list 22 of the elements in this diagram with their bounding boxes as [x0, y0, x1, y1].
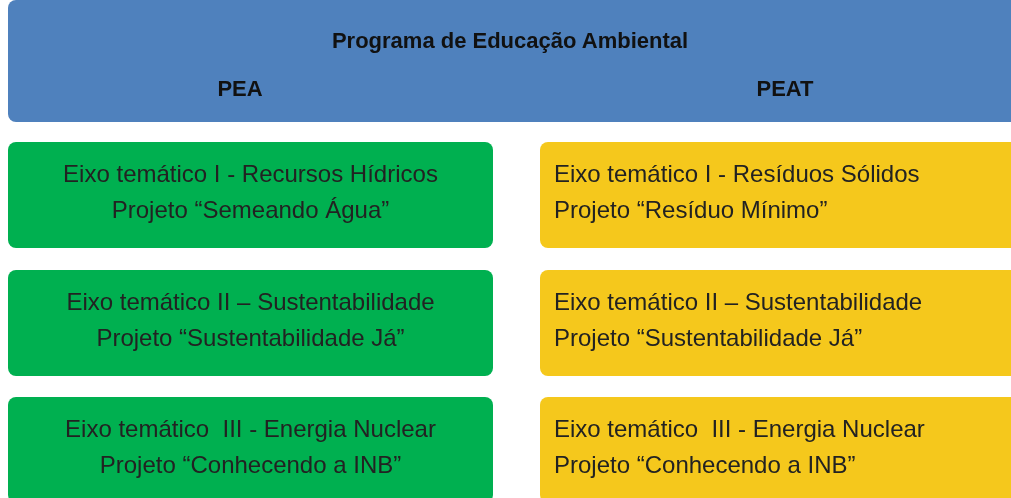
project-name: Projeto “Semeando Água”	[111, 195, 390, 225]
project-name: Projeto “Conhecendo a INB”	[99, 450, 402, 480]
theme-title: Eixo temático III - Energia Nuclear	[554, 414, 925, 444]
theme-title: Eixo temático II – Sustentabilidade	[554, 287, 923, 317]
banner-title: Programa de Educação Ambiental	[331, 28, 689, 54]
topic-box	[540, 397, 1011, 498]
header-banner	[8, 0, 1011, 122]
theme-title: Eixo temático II – Sustentabilidade	[66, 287, 435, 317]
column-heading: PEAT	[756, 76, 814, 102]
topic-box	[540, 270, 1011, 376]
project-name: Projeto “Conhecendo a INB”	[554, 450, 856, 480]
project-name: Projeto “Sustentabilidade Já”	[96, 323, 405, 353]
theme-title: Eixo temático III - Energia Nuclear	[65, 414, 436, 444]
topic-box	[8, 270, 493, 376]
project-name: Projeto “Sustentabilidade Já”	[554, 323, 863, 353]
topic-box	[8, 142, 493, 248]
theme-title: Eixo temático I - Recursos Hídricos	[63, 159, 438, 189]
theme-title: Eixo temático I - Resíduos Sólidos	[554, 159, 920, 189]
topic-box	[8, 397, 493, 498]
column-heading: PEA	[217, 76, 263, 102]
topic-box	[540, 142, 1011, 248]
project-name: Projeto “Resíduo Mínimo”	[554, 195, 828, 225]
